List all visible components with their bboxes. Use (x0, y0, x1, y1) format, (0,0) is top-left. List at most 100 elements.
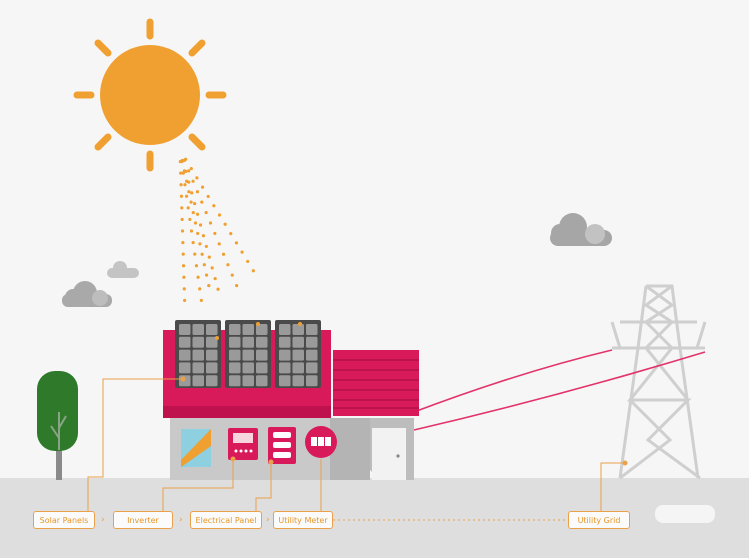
electrical-panel-label: Electrical Panel (190, 511, 262, 529)
ray-dot (201, 234, 206, 238)
solar-cell (229, 362, 241, 374)
solar-cell (256, 362, 268, 374)
cloud-icon (62, 281, 112, 307)
ray-dot (194, 264, 199, 268)
solar-cell (306, 362, 318, 374)
solar-cell (242, 362, 254, 374)
solar-cell (192, 324, 204, 335)
solar-cell (206, 324, 218, 335)
ray-dot (204, 210, 208, 215)
solar-cell (242, 336, 254, 348)
electrical-panel-box (268, 427, 296, 464)
ray-dot (188, 217, 192, 222)
solar-cell (279, 375, 291, 387)
ray-dot (202, 263, 206, 267)
chevron-right-icon: › (266, 515, 270, 525)
ray-dot (217, 242, 221, 246)
solar-cell (179, 324, 191, 335)
solar-cell (256, 349, 268, 361)
chevron-right-icon: › (179, 515, 183, 525)
solar-cell (179, 336, 191, 348)
ray-dot (213, 231, 217, 236)
solar-panels-label: Solar Panels (33, 511, 95, 529)
solar-cell (242, 324, 254, 335)
ray-dot (221, 252, 226, 256)
ray-dot (235, 283, 239, 288)
transmission-tower-icon (610, 284, 707, 480)
solar-cell (206, 362, 218, 374)
utility-meter-label: Utility Meter (273, 511, 333, 529)
solar-cell (192, 375, 204, 387)
ray-dot (181, 240, 185, 245)
sun-icon (73, 18, 227, 172)
sun-rays (178, 157, 255, 303)
ray-dot (204, 244, 208, 249)
ray-dot (195, 176, 199, 180)
cloud-icon (550, 213, 612, 246)
solar-cell (242, 349, 254, 361)
solar-cell (206, 375, 218, 387)
solar-cell (192, 362, 204, 374)
solar-cell (292, 362, 304, 374)
solar-cell (292, 349, 304, 361)
solar-cell (179, 362, 191, 374)
ray-dot (189, 166, 193, 171)
ray-dot (182, 169, 187, 173)
inverter-box (228, 428, 258, 460)
ray-dot (207, 283, 211, 288)
ray-dot (186, 206, 190, 210)
cloud-icon (107, 261, 139, 278)
ray-dot (184, 157, 188, 161)
solar-cell (242, 375, 254, 387)
solar-cell (279, 349, 291, 361)
solar-cell (229, 324, 241, 335)
ray-dot (182, 287, 186, 291)
ray-dot (181, 252, 185, 256)
solar-cell (279, 336, 291, 348)
ray-dot (200, 200, 204, 204)
solar-cell (179, 349, 191, 361)
solar-cell (256, 336, 268, 348)
power-lines (413, 349, 706, 431)
ray-dot (230, 273, 234, 277)
ray-dot (234, 241, 239, 245)
ray-dot (213, 276, 217, 281)
inverter-label: Inverter (113, 511, 173, 529)
ray-dot (191, 240, 195, 245)
ray-dot (216, 287, 220, 291)
house (170, 418, 414, 480)
ray-dot (240, 250, 244, 254)
solar-cell (229, 336, 241, 348)
connector-lines (87, 376, 628, 521)
ray-dot (229, 231, 233, 236)
ray-dot (198, 223, 203, 227)
ray-dot (208, 221, 213, 225)
ray-dot (198, 242, 202, 246)
ray-dot (184, 194, 189, 198)
solar-cell (279, 324, 291, 335)
ray-dot (223, 222, 227, 226)
solar-cell (229, 349, 241, 361)
ray-dot (180, 229, 185, 233)
ray-dot (181, 264, 186, 268)
ray-dot (200, 185, 205, 189)
ray-dot (200, 252, 204, 256)
ray-dot (226, 263, 230, 267)
solar-cell (306, 324, 318, 335)
solar-cell (229, 375, 241, 387)
solar-cell (292, 336, 304, 348)
ray-dot (195, 212, 200, 216)
ray-dot (187, 169, 191, 173)
ray-dot (204, 273, 209, 277)
solar-cell (206, 349, 218, 361)
utility-grid-label: Utility Grid (568, 511, 630, 529)
ray-dot (187, 190, 191, 194)
ray-dot (183, 183, 187, 187)
solar-cell (306, 375, 318, 387)
ray-dot (193, 221, 198, 225)
ray-dot (191, 179, 195, 183)
ray-dot (189, 200, 193, 204)
solar-cell (206, 336, 218, 348)
ray-dot (210, 266, 214, 270)
ray-dot (212, 204, 216, 208)
